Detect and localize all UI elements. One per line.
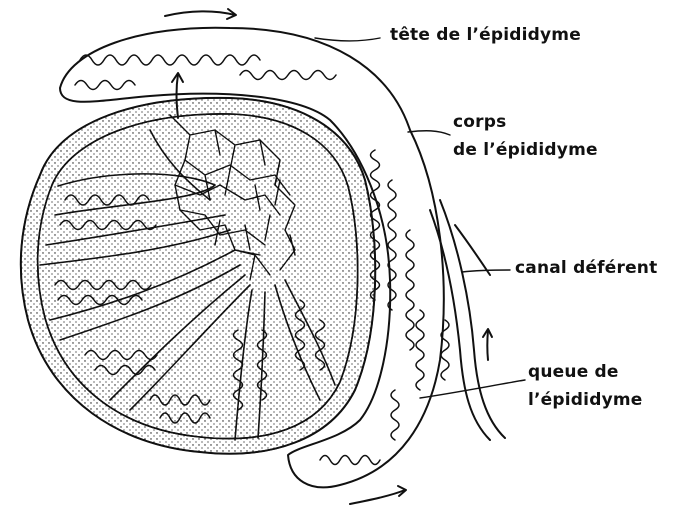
- label-corps-line1: corps: [453, 112, 506, 132]
- label-corps-line2: de l’épididyme: [453, 140, 598, 160]
- arrow-head: [165, 11, 235, 16]
- leader-canal: [462, 270, 510, 272]
- leader-tete: [315, 38, 380, 41]
- tunica-albuginea: [21, 98, 375, 454]
- vas-deferens: [430, 210, 490, 440]
- label-queue-line1: queue de: [528, 362, 619, 382]
- arrow-tail: [350, 490, 405, 504]
- leader-corps: [408, 131, 450, 135]
- arrow-vas: [487, 330, 488, 360]
- arrow-rete: [177, 74, 179, 118]
- label-queue-line2: l’épididyme: [528, 390, 643, 410]
- label-tete-epididyme: tête de l’épididyme: [390, 25, 581, 45]
- label-canal-deferent: canal déférent: [515, 258, 657, 278]
